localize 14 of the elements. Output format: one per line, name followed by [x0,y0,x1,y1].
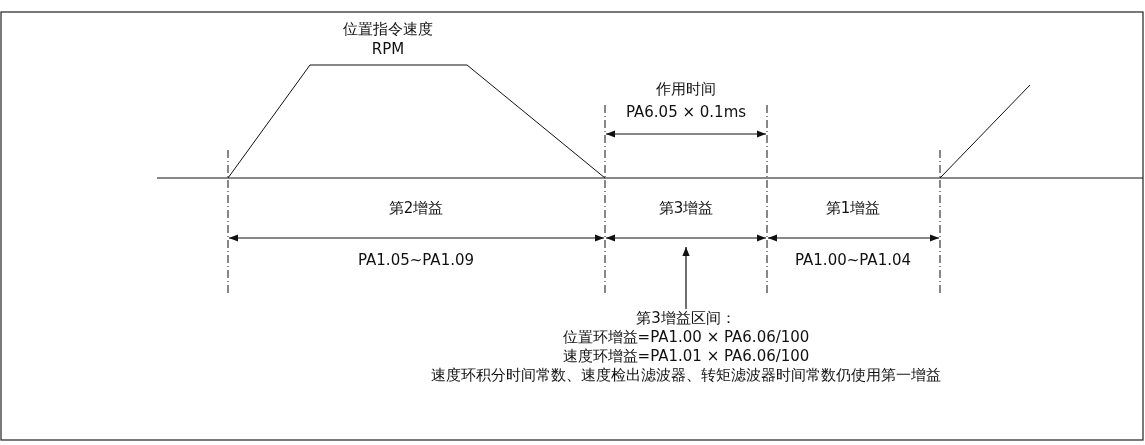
leader-arrow [682,246,690,310]
gain-label: 第1增益 [825,199,881,217]
note-text: 速度环增益=PA1.01 × PA6.06/100 [562,347,810,366]
unit-label: RPM [371,40,405,58]
note-heading: 第3增益区间： [636,309,736,328]
gain-label: 第2增益 [388,199,444,217]
duration-label: 作用时间 [656,80,716,98]
parameter-range: PA1.05~PA1.09 [357,251,475,269]
duration-formula: PA6.05 × 0.1ms [625,103,747,121]
gain-label: 第3增益 [658,199,714,218]
curve-label: 位置指令速度 [343,20,433,38]
note-text: 速度环积分时间常数、速度检出滤波器、转矩滤波器时间常数仍使用第一增益 [431,366,941,385]
parameter-range: PA1.00~PA1.04 [794,251,912,269]
note-text: 位置环增益=PA1.00 × PA6.06/100 [562,328,810,347]
